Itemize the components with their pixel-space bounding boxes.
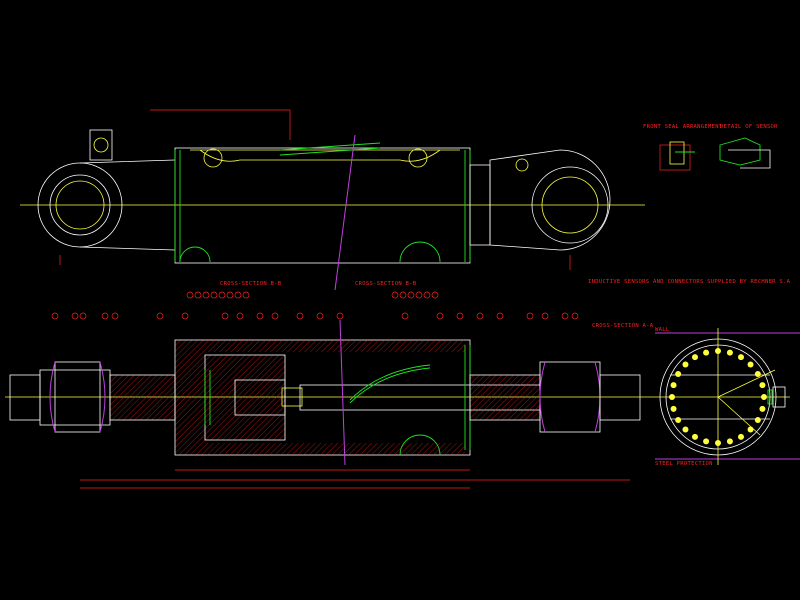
piston-nut (281, 387, 303, 407)
barrel-wall-bottom (205, 443, 465, 455)
bolt-hole (747, 426, 754, 433)
barrel-end-seals (174, 150, 471, 262)
right-eye-bore (541, 176, 599, 234)
steel-protection-label: STEEL PROTECTION (655, 461, 713, 467)
port-right (408, 148, 428, 168)
left-eye-bore (55, 180, 105, 230)
flange-bolts (669, 348, 767, 446)
sensor-housings (179, 241, 441, 263)
bolt-hole (675, 417, 682, 423)
cross-section-a-a: WALL STEEL PROTECTION (655, 327, 800, 467)
wall-label: WALL (655, 327, 670, 333)
bolt-hole (738, 433, 744, 440)
barrel-wall-top (205, 340, 465, 352)
longitudinal-section-view: CROSS-SECTION A-A (5, 312, 655, 489)
bolt-hole (759, 382, 766, 389)
bolt-hole (670, 382, 677, 389)
left-eye-arms (79, 159, 176, 251)
front-seal-label: FRONT SEAL ARRANGEMENT (643, 124, 723, 130)
hydraulic-pipe (279, 142, 381, 156)
left-end-pin (9, 374, 41, 421)
section-sensor-housing (399, 434, 441, 456)
top-elevation-view: CROSS-SECTION B-B CROSS-SECTION B-B (20, 109, 645, 299)
bolt-hole (747, 361, 754, 368)
rear-head-hatch (175, 340, 205, 455)
sensor-cable (349, 364, 431, 404)
flange-sensor-seal (767, 389, 773, 405)
rod-end-hole (515, 158, 529, 172)
rod-end-body (489, 149, 611, 251)
section-b-right-label: CROSS-SECTION B-B (355, 281, 417, 287)
bolt-hole (754, 371, 761, 377)
piston-hatch (205, 355, 285, 440)
section-seals (204, 345, 471, 450)
left-bearing-section-marks (49, 361, 106, 433)
bolt-hole (726, 438, 733, 445)
bolt-hole (759, 405, 766, 412)
rear-lug-hole (93, 137, 109, 153)
sensor-detail-label: DETAIL OF SENSOR (720, 124, 778, 130)
section-dimension-lines (80, 469, 630, 489)
flange-radial-line-1 (717, 369, 776, 398)
bolt-hole (682, 361, 689, 368)
bolt-hole (670, 405, 677, 412)
left-eye-inner (49, 174, 111, 236)
right-eye (531, 166, 609, 244)
rear-clevis-hatch (110, 375, 175, 420)
sensor-detail-connector (728, 149, 771, 169)
top-dimension-lines (59, 109, 571, 270)
bolt-hole (715, 440, 721, 446)
detail-views: FRONT SEAL ARRANGEMENT DETAIL OF SENSOR … (588, 124, 791, 285)
top-part-callouts (186, 291, 439, 299)
sensor-detail-body (719, 137, 761, 166)
bolt-hole (754, 417, 761, 423)
section-line (334, 134, 356, 291)
bolt-hole (726, 349, 733, 356)
seal-detail-housing (659, 144, 691, 171)
right-end-pin (599, 374, 641, 421)
piston-bore (234, 379, 286, 416)
bolt-hole (682, 426, 689, 433)
bolt-hole (715, 348, 721, 354)
flange-radial-line-2 (717, 396, 761, 436)
bolt-hole (675, 371, 682, 377)
bolt-hole (669, 394, 675, 400)
left-bearing-outer (54, 361, 101, 433)
port-left (203, 148, 223, 168)
bolt-hole (692, 354, 698, 361)
cylinder-barrel (174, 147, 471, 264)
bolt-hole (703, 438, 710, 445)
seal-detail-insert (669, 141, 685, 165)
rod-head-hatch (470, 375, 540, 420)
rear-mount-lug (89, 129, 113, 161)
flange-sensor (772, 386, 786, 408)
section-cut-line (339, 319, 346, 466)
section-part-callouts (51, 312, 579, 320)
barrel-tube-outline (190, 149, 460, 162)
bolt-hole (738, 354, 744, 361)
section-a-label: CROSS-SECTION A-A (592, 323, 654, 329)
section-b-left-label: CROSS-SECTION B-B (220, 281, 282, 287)
bolt-hole (761, 394, 767, 400)
bolt-hole (703, 349, 710, 356)
sensor-note: INDUCTIVE SENSORS AND CONNECTORS SUPPLIE… (588, 279, 791, 285)
bolt-hole (692, 433, 698, 440)
